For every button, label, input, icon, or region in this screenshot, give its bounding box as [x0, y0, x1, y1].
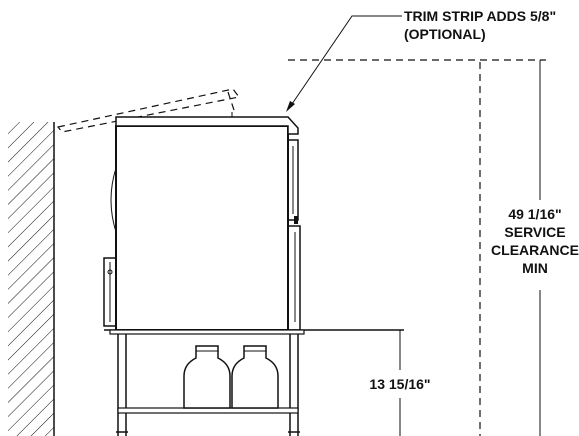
clearance-clearance: CLEARANCE	[491, 242, 579, 258]
service-clearance-dimension	[288, 59, 546, 436]
stand	[116, 334, 300, 436]
trim-strip-optional-label: (OPTIONAL)	[404, 26, 486, 42]
trim-strip-label: TRIM STRIP ADDS 5/8"	[404, 8, 556, 24]
clearance-value: 49 1/16"	[508, 206, 561, 222]
clearance-label: 49 1/16" SERVICE CLEARANCE MIN	[491, 206, 579, 276]
trim-strip-leader	[286, 15, 402, 112]
wall	[8, 122, 55, 436]
clearance-service: SERVICE	[504, 224, 565, 240]
jug-left	[183, 345, 231, 409]
cabinet-body	[103, 112, 301, 331]
open-lid-outline	[56, 88, 241, 133]
jug-right	[231, 345, 279, 409]
counter-height-label: 13 15/16"	[369, 376, 430, 392]
clearance-min: MIN	[522, 260, 548, 276]
counter-top	[104, 329, 404, 335]
